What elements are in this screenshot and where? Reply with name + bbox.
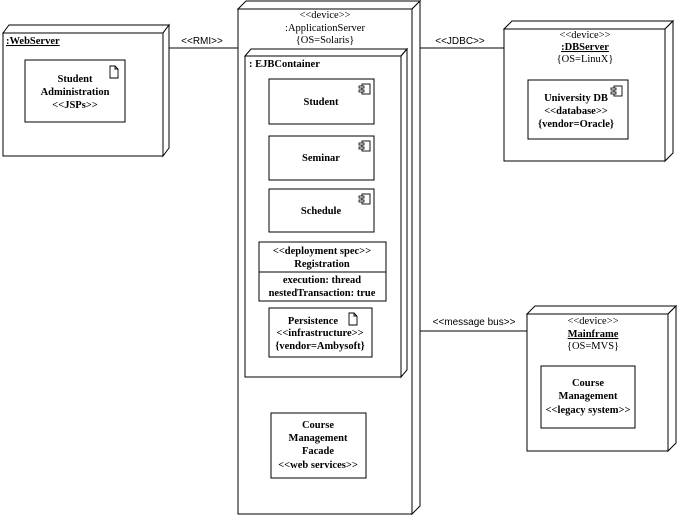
message-bus-label: <<message bus>>: [433, 317, 516, 328]
db-server-title: :DBServer: [561, 42, 609, 53]
schedule-component-label: Schedule: [301, 206, 342, 217]
seminar-component-label: Seminar: [302, 153, 340, 164]
university-db-stereotype: <<database>>: [544, 106, 608, 117]
artifact-name-line2: Administration: [41, 87, 110, 98]
message-bus-connector: <<message bus>>: [414, 317, 527, 332]
rmi-label: <<RMI>>: [181, 36, 223, 47]
facade-line1: Course: [302, 420, 334, 431]
mainframe-stereotype: <<device>>: [567, 316, 618, 327]
registration-deployment-spec[interactable]: <<deployment spec>> Registration executi…: [258, 241, 387, 302]
ejb-container-node[interactable]: : EJBContainer Student Seminar: [243, 47, 409, 379]
student-component-label: Student: [303, 97, 339, 108]
jdbc-label: <<JDBC>>: [435, 36, 485, 47]
legacy-line2: Management: [559, 391, 618, 402]
application-server-node[interactable]: <<device>> :ApplicationServer {OS=Solari…: [236, 0, 422, 516]
course-management-legacy-system[interactable]: Course Management <<legacy system>>: [540, 365, 636, 429]
facade-line2: Management: [289, 433, 348, 444]
component-icon: [358, 193, 371, 205]
persistence-name: Persistence: [288, 316, 338, 327]
mainframe-property: {OS=MVS}: [567, 341, 619, 352]
student-component[interactable]: Student: [268, 78, 375, 125]
persistence-stereotype: <<infrastructure>>: [276, 328, 363, 339]
deployment-spec-stereotype: <<deployment spec>>: [273, 246, 371, 257]
component-icon: [358, 83, 371, 95]
university-db-component[interactable]: University DB <<database>> {vendor=Oracl…: [527, 79, 629, 140]
app-server-title: :ApplicationServer: [285, 23, 365, 34]
deployment-spec-name: Registration: [294, 259, 350, 270]
mainframe-title: Mainframe: [568, 329, 619, 340]
deployment-spec-prop1: execution: thread: [283, 275, 361, 286]
artifact-stereotype: <<JSPs>>: [52, 100, 98, 111]
persistence-property: {vendor=Ambysoft}: [275, 341, 365, 352]
seminar-component[interactable]: Seminar: [268, 135, 375, 181]
jdbc-connector: <<JDBC>>: [414, 36, 504, 49]
app-server-property: {OS=Solaris}: [296, 35, 355, 46]
legacy-stereotype: <<legacy system>>: [546, 405, 631, 416]
artifact-name-line1: Student: [57, 74, 93, 85]
db-server-node[interactable]: <<device>> :DBServer {OS=LinuX} Universi…: [502, 19, 675, 163]
deployment-spec-prop2: nestedTransaction: true: [269, 288, 376, 299]
mainframe-node[interactable]: <<device>> Mainframe {OS=MVS} Course Man…: [525, 304, 678, 453]
legacy-line1: Course: [572, 378, 604, 389]
document-icon: [348, 312, 358, 326]
rmi-connector: <<RMI>>: [167, 36, 238, 49]
web-server-title: :WebServer: [6, 36, 60, 47]
web-server-node[interactable]: :WebServer Student Administration <<JSPs…: [2, 23, 170, 158]
db-server-stereotype: <<device>>: [559, 30, 610, 41]
schedule-component[interactable]: Schedule: [268, 188, 375, 233]
document-icon: [109, 65, 119, 79]
facade-line3: Facade: [302, 446, 334, 457]
student-administration-artifact[interactable]: Student Administration <<JSPs>>: [24, 59, 126, 123]
app-server-stereotype: <<device>>: [299, 10, 350, 21]
db-server-property: {OS=LinuX}: [557, 54, 614, 65]
course-management-facade[interactable]: Course Management Facade <<web services>…: [270, 412, 367, 479]
component-icon: [610, 85, 623, 97]
persistence-artifact[interactable]: Persistence <<infrastructure>> {vendor=A…: [268, 307, 373, 358]
university-db-property: {vendor=Oracle}: [538, 119, 614, 130]
ejb-container-title: : EJBContainer: [249, 59, 320, 70]
component-icon: [358, 140, 371, 152]
university-db-name: University DB: [544, 93, 608, 104]
facade-stereotype: <<web services>>: [278, 460, 358, 471]
